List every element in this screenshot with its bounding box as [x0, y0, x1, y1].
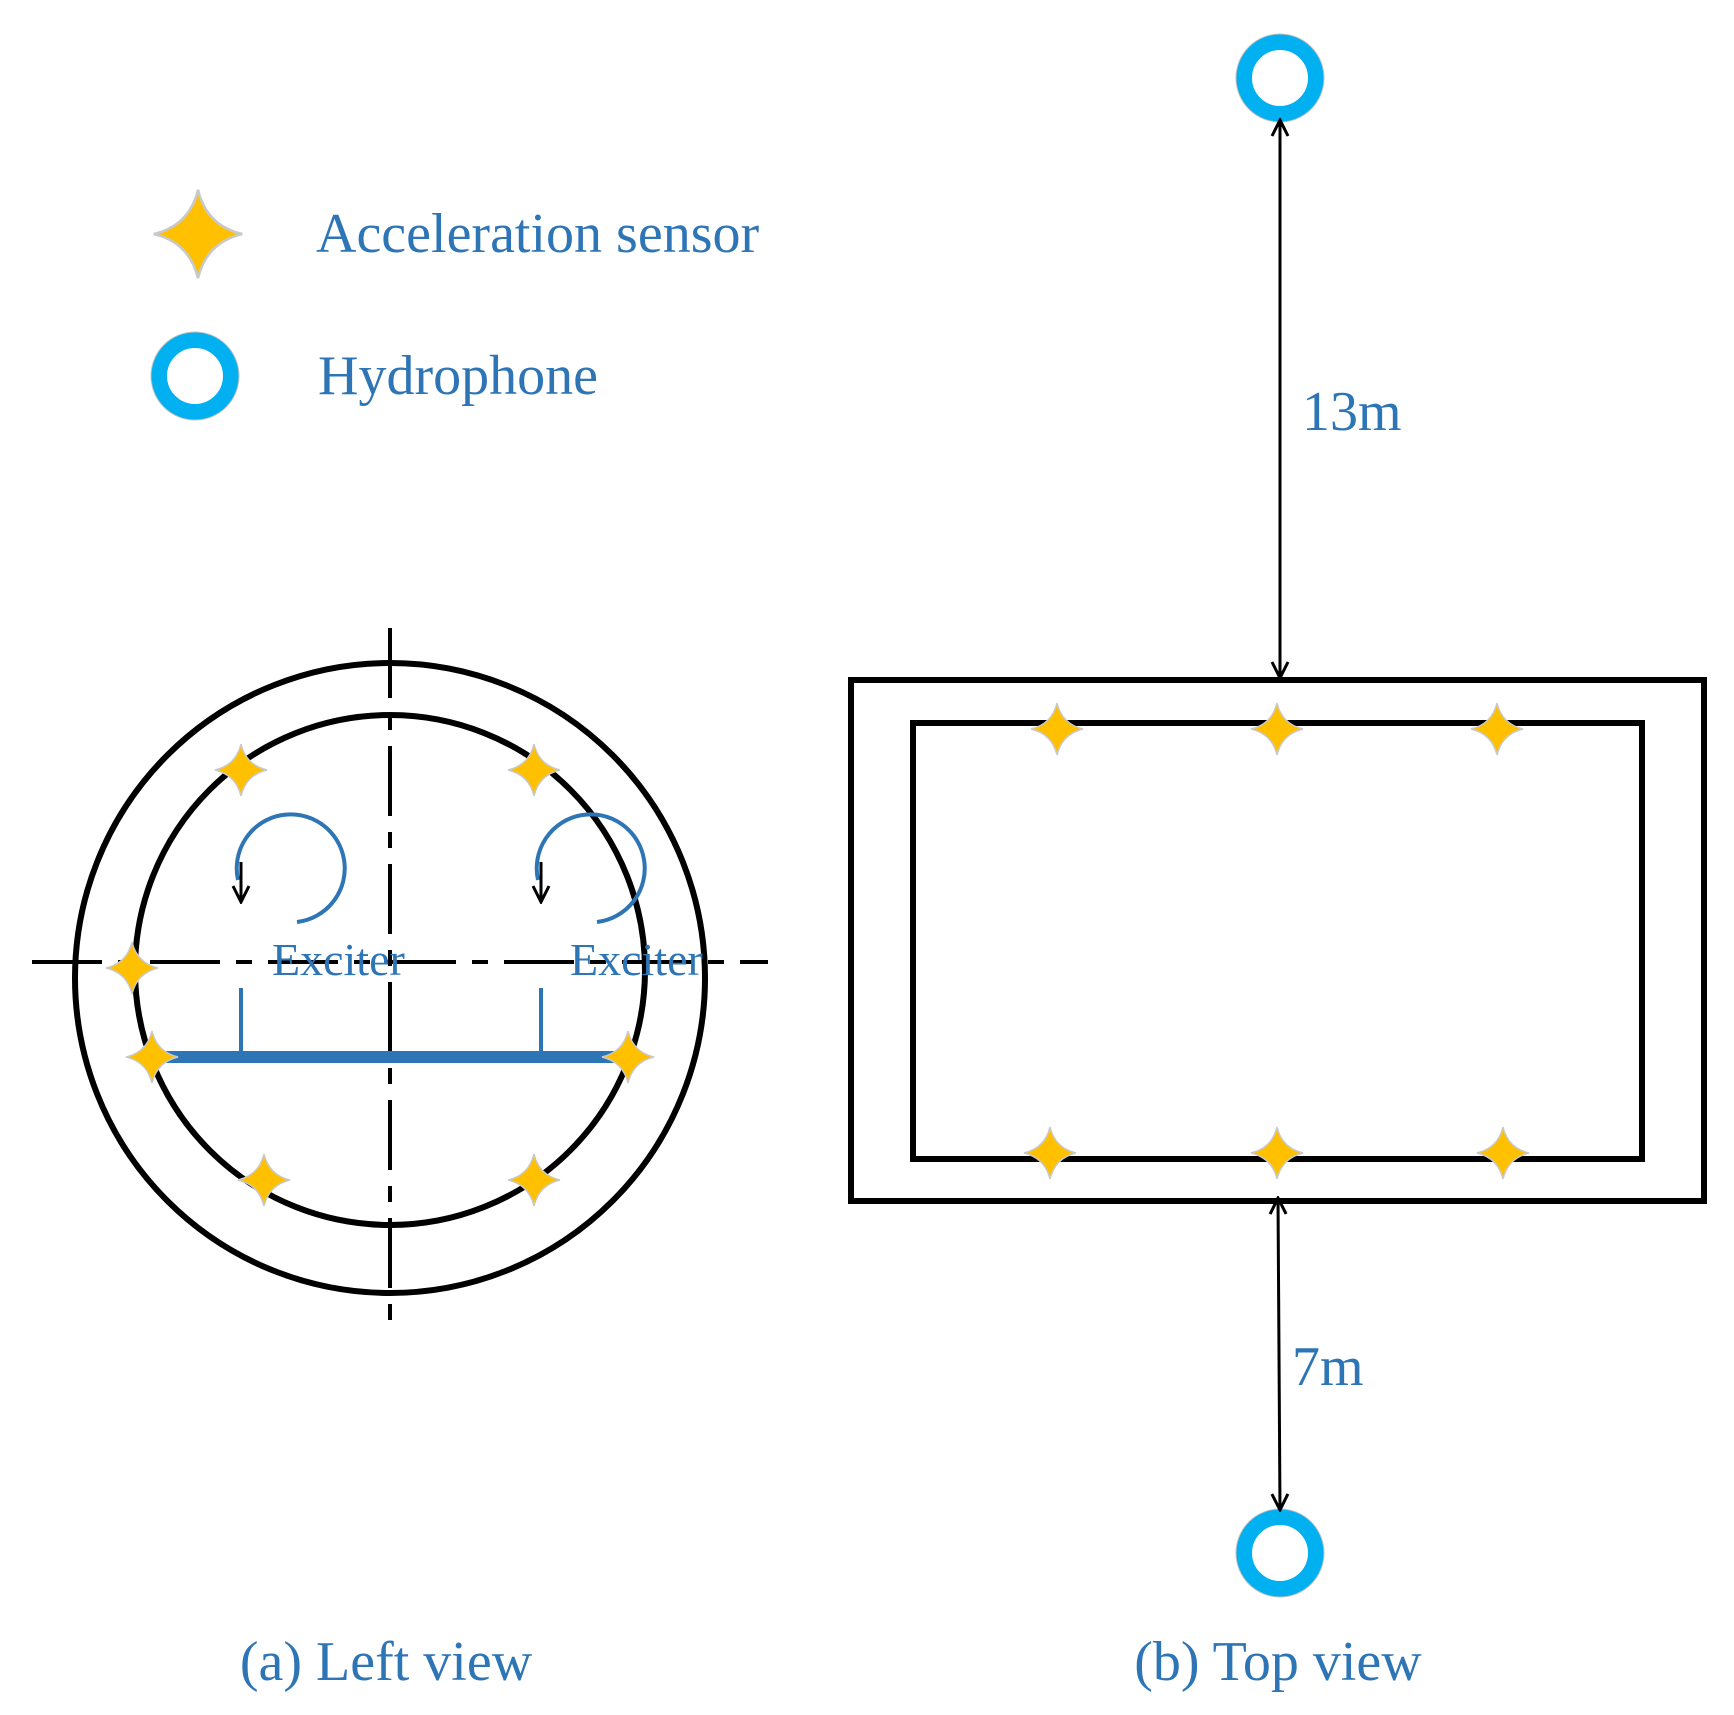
sensor-star-icon	[601, 1030, 655, 1084]
outer-hull-rect	[848, 677, 1707, 1204]
exciter-right	[537, 812, 647, 1051]
distance-arrow-bottom	[1278, 1198, 1280, 1510]
top-view: 13m 7m (b) Top view	[848, 33, 1707, 1693]
legend-sensor-label: Acceleration sensor	[316, 203, 759, 265]
exciter-left-label: Exciter	[272, 934, 405, 985]
distance-bottom-label: 7m	[1292, 1336, 1364, 1398]
hydrophone-top-icon	[1235, 33, 1325, 123]
sensor-star-icon	[105, 941, 159, 995]
exciter-right-label: Exciter	[570, 934, 703, 985]
left-view-caption: (a) Left view	[240, 1631, 533, 1693]
legend-hydrophone-label: Hydrophone	[318, 345, 598, 407]
sensor-star-icon	[125, 1030, 179, 1084]
sensor-star-icon	[1250, 702, 1304, 756]
legend: Acceleration sensor Hydrophone	[150, 188, 759, 421]
sensor-star-icon	[1250, 1126, 1304, 1180]
distance-top-label: 13m	[1302, 381, 1402, 443]
sensor-star-icon	[1030, 702, 1084, 756]
sensor-star-icon	[1476, 1126, 1530, 1180]
sensor-star-icon	[1023, 1126, 1077, 1180]
exciter-left	[237, 812, 347, 1051]
inner-hull-rect	[910, 720, 1645, 1162]
top-view-caption: (b) Top view	[1134, 1631, 1422, 1693]
hydrophone-bottom-icon	[1235, 1508, 1325, 1598]
sensor-star-icon	[1470, 702, 1524, 756]
left-view: Exciter Exciter (a) Left view	[32, 628, 768, 1693]
ring-hydrophone-icon	[150, 331, 240, 421]
sensor-star-icon	[507, 1153, 561, 1207]
sensor-star-icon	[507, 743, 561, 797]
outer-hull-circle	[72, 660, 708, 1296]
star-sensor-icon	[152, 188, 244, 280]
